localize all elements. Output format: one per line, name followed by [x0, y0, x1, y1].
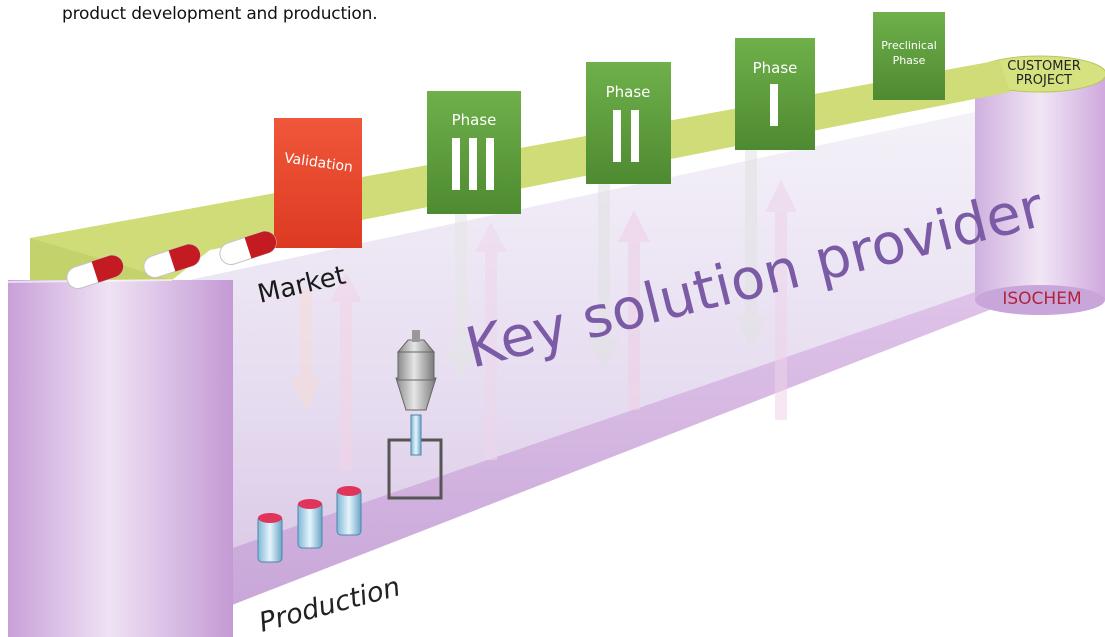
- isochem-label: ISOCHEM: [1002, 289, 1081, 309]
- customer-cylinder: [973, 55, 1105, 315]
- beaker-icon: [257, 513, 283, 563]
- flag-validation: Validation: [274, 118, 362, 248]
- intro-text: product development and production.: [62, 4, 378, 24]
- pill-icon: [143, 243, 201, 279]
- roman-one-bar: [770, 84, 778, 126]
- phase-3-label: Phase: [452, 111, 497, 129]
- phase-1-label: Phase: [753, 59, 798, 77]
- roman-three-bars: [452, 138, 494, 190]
- arrow-up-4: [765, 180, 797, 420]
- flow-arrows: [290, 100, 797, 470]
- arrow-up-2: [475, 222, 507, 460]
- phase-2-label: Phase: [606, 83, 651, 101]
- roman-two-bars: [613, 110, 639, 162]
- arrow-down-3: [588, 150, 620, 370]
- pill-icon: [219, 230, 277, 266]
- arrow-up-3: [618, 210, 650, 410]
- arrow-down-2: [445, 200, 477, 382]
- arrow-down-1: [290, 290, 322, 410]
- pills: [66, 230, 277, 290]
- arrow-down-4: [735, 100, 767, 350]
- arrow-up-1: [330, 272, 362, 470]
- flag-phase-3: Phase: [427, 91, 521, 214]
- reactor-icon: [387, 330, 443, 500]
- beaker-icon: [297, 499, 323, 549]
- preclinical-phase-label: Phase: [893, 54, 926, 67]
- flag-phase-1: Phase: [735, 38, 815, 150]
- beaker-icon: [336, 486, 362, 536]
- flag-preclinical: Preclinical Phase: [873, 12, 945, 100]
- left-pillar: [7, 279, 233, 637]
- pill-icon: [66, 254, 124, 290]
- customer-label-line2: PROJECT: [1016, 73, 1072, 88]
- beakers: [257, 486, 362, 563]
- customer-label-line1: CUSTOMER: [1007, 59, 1080, 74]
- ribbon-lower-ledge: [232, 292, 1010, 605]
- preclinical-label: Preclinical: [881, 39, 937, 52]
- flag-phase-2: Phase: [586, 62, 671, 184]
